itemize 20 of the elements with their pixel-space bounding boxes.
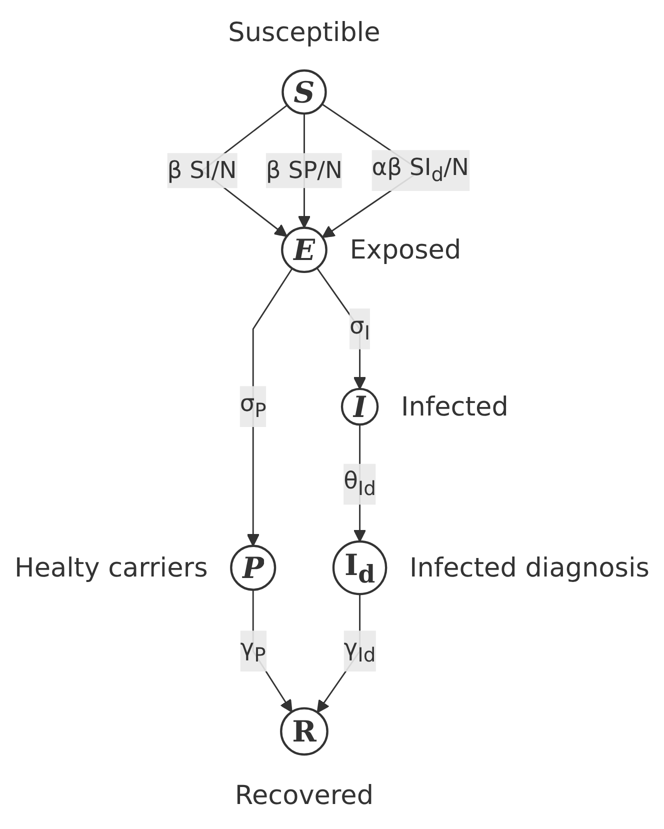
node-caption: Exposed (350, 236, 462, 266)
edge-label: β SP/N (266, 156, 343, 184)
edge-label: γ$_{Id}$ (344, 634, 376, 668)
node-caption: Infected (400, 392, 508, 422)
node-circle: P (230, 544, 276, 591)
node-caption: Susceptible (228, 18, 380, 48)
node-caption: Healty carriers (14, 554, 208, 584)
node-circle: E (281, 226, 328, 274)
node-circle: R (280, 707, 328, 756)
edge-label: αβ SI$_{d}$/N (372, 152, 469, 187)
node-circle: I$_{d}$ (332, 540, 388, 596)
edge-label: γ$_{P}$ (240, 634, 266, 668)
node-circle: S (282, 69, 327, 115)
node-caption: Recovered (234, 781, 374, 812)
edge-label: θ$_{Id}$ (344, 466, 376, 501)
node-caption: Infected diagnosis (409, 554, 650, 584)
edge-label: σ$_{P}$ (240, 389, 266, 423)
edge-label: β SI/N (167, 156, 237, 184)
edge-label: σ$_{I}$ (350, 311, 370, 346)
node-circle: I (340, 388, 379, 426)
